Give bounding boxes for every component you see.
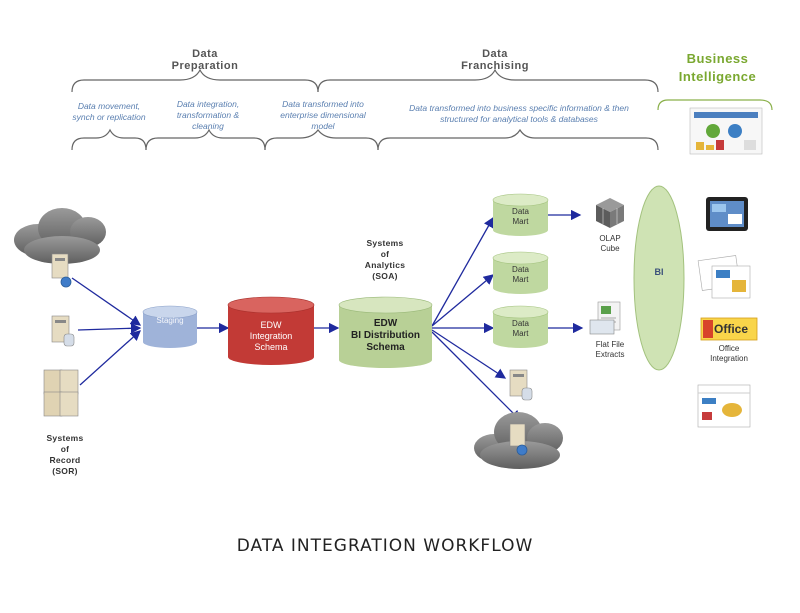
- cloud-source: [14, 208, 106, 264]
- data-mart-2: [492, 251, 549, 294]
- bracket-data-franchising: [317, 68, 659, 93]
- label-line: Mart: [512, 275, 529, 284]
- office-logo: [700, 317, 758, 341]
- label-line: Office: [718, 344, 740, 353]
- label-line: OLAP: [599, 234, 621, 243]
- subheader-data-movement: Data movement, synch or replication: [72, 101, 146, 122]
- staging-cylinder: [142, 305, 198, 348]
- header-business-intelligence: Business Intelligence: [655, 50, 780, 86]
- subheader-business-specific: Data transformed into business specific …: [409, 103, 629, 124]
- soa-label: Systems of Analytics (SOA): [340, 238, 430, 282]
- label-line: Integration: [249, 331, 293, 341]
- diagram-caption: DATA INTEGRATION WORKFLOW: [236, 536, 534, 556]
- label-line: of: [60, 444, 70, 454]
- tablet-icon: [706, 197, 748, 231]
- server-stack-icon: [43, 369, 79, 417]
- cloud-target: [474, 412, 563, 469]
- label-line: EDW: [260, 320, 282, 330]
- label-line: Analytics: [364, 260, 406, 270]
- label-line: Data: [512, 207, 529, 216]
- reports-icon: [697, 255, 751, 299]
- label-line: of: [380, 249, 390, 259]
- bi-label: BI: [654, 267, 664, 277]
- bi-dashboard-thumbnail: [689, 107, 763, 155]
- data-mart-1: [492, 193, 549, 236]
- label-line: (SOR): [52, 466, 78, 476]
- flat-file-label: Flat File Extracts: [580, 340, 640, 360]
- server-icon-middle: [51, 315, 75, 347]
- header-line: Franchising: [461, 60, 529, 72]
- header-data-franchising: Data Franchising: [440, 48, 550, 72]
- label-line: Mart: [512, 217, 529, 226]
- header-data-preparation: Data Preparation: [150, 48, 260, 72]
- header-line: Data: [192, 48, 218, 60]
- edw-integration-label: EDW Integration Schema: [228, 320, 314, 353]
- label-line: Schema: [366, 342, 405, 353]
- bi-ellipse: [633, 185, 685, 371]
- sor-label: Systems of Record (SOR): [30, 433, 100, 477]
- olap-label: OLAP Cube: [585, 234, 635, 254]
- server-icon-right: [509, 369, 533, 401]
- edw-bi-label: EDW BI Distribution Schema: [339, 318, 432, 354]
- label-line: Systems: [46, 433, 84, 443]
- server-icon-cloud: [51, 253, 72, 288]
- olap-cube-icon: [596, 198, 624, 228]
- header-line: Intelligence: [678, 69, 757, 84]
- label-line: Record: [49, 455, 81, 465]
- label-line: Systems: [366, 238, 404, 248]
- label-line: BI Distribution: [351, 330, 420, 341]
- flat-file-icon: [589, 301, 621, 335]
- label-line: Integration: [710, 354, 748, 363]
- source-arrows: [71, 277, 142, 386]
- subheader-data-integration: Data integration, transformation & clean…: [176, 99, 240, 131]
- data-mart-1-label: Data Mart: [493, 207, 548, 227]
- label-line: EDW: [373, 318, 398, 329]
- sub-brackets: [71, 128, 659, 151]
- data-mart-2-label: Data Mart: [493, 265, 548, 285]
- header-line: Data: [482, 48, 508, 60]
- spreadsheet-icon: [697, 384, 751, 428]
- office-integration-label: Office Integration: [696, 344, 762, 364]
- label-line: Cube: [600, 244, 620, 253]
- header-line: Preparation: [171, 60, 239, 72]
- bracket-data-preparation: [71, 68, 319, 93]
- label-line: Mart: [512, 329, 529, 338]
- data-mart-3-label: Data Mart: [493, 319, 548, 339]
- staging-label: Staging: [156, 316, 184, 325]
- edw-bi-cylinder: [338, 296, 433, 368]
- label-line: Extracts: [595, 350, 625, 359]
- subheader-enterprise-model: Data transformed into enterprise dimensi…: [280, 99, 366, 131]
- label-line: Flat File: [595, 340, 625, 349]
- label-line: Data: [512, 319, 529, 328]
- edw-integration-cylinder: [227, 296, 315, 365]
- data-mart-3: [492, 305, 549, 348]
- pipeline-arrows: [197, 209, 584, 421]
- bracket-business-intelligence: [657, 99, 773, 111]
- office-logo-text: Office: [714, 322, 749, 336]
- label-line: Data: [512, 265, 529, 274]
- label-line: (SOA): [372, 271, 398, 281]
- header-line: Business: [686, 51, 749, 66]
- label-line: Schema: [254, 342, 288, 352]
